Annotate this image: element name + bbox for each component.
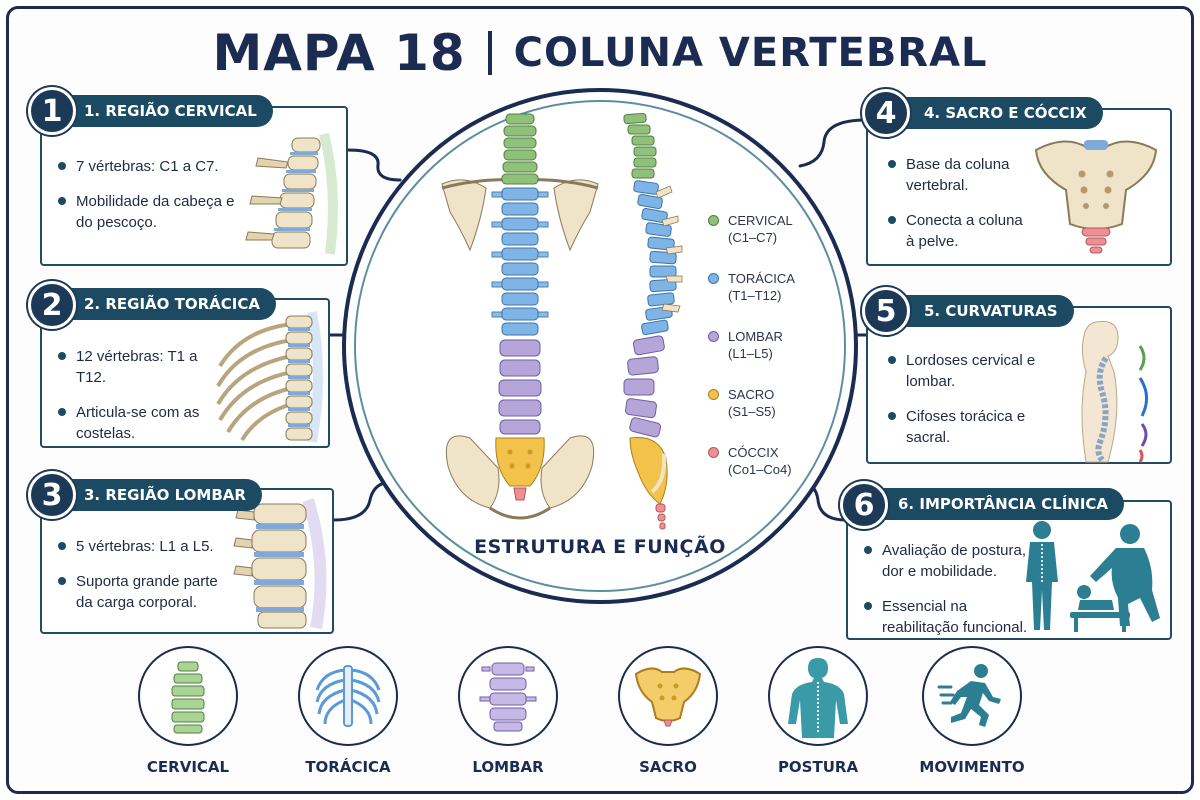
legend-name: CÓCCIX [728,445,779,460]
sacrum-icon [618,646,718,746]
legend-name: SACRO [728,387,775,402]
bullet: Suporta grande parte da carga corporal. [56,571,236,613]
legend-name: CERVICAL [728,213,793,228]
icon-label: POSTURA [777,758,859,776]
spine-illustration [441,112,683,530]
cervical-spine-illustration [245,132,338,255]
bottom-icon-cervical: CERVICAL [138,646,238,776]
legend-dot [708,215,719,226]
clinical-illustration [1026,521,1160,632]
card-lombar: 5 vértebras: L1 a L5. Suporta grande par… [40,488,334,634]
card-sacro-bullets: Base da coluna vertebral. Conecta a colu… [886,154,1026,266]
bullet: Essencial na reabilitação funcional. [862,596,1032,638]
center-circle [342,88,858,604]
icon-label: MOVIMENTO [919,758,1025,776]
bullet: Cifoses torácica e sacral. [886,406,1046,448]
legend-name: TORÁCICA [728,271,795,286]
card-cervical: 7 vértebras: C1 a C7. Mobilidade da cabe… [40,106,348,266]
card-toracica-number: 2 [28,281,76,329]
legend-item-cervical: CERVICAL (C1–C7) [708,212,828,270]
legend-range: (Co1–Co4) [728,462,792,477]
card-lombar-number: 3 [28,471,76,519]
card-toracica: 12 vértebras: T1 a T12. Articula-se com … [40,298,330,448]
bullet: Avaliação de postura, dor e mobilidade. [862,540,1032,582]
card-curvaturas: Lordoses cervical e lombar. Cifoses torá… [866,306,1172,464]
card-curvaturas-number: 5 [862,287,910,335]
lumbar-vertebrae-icon [458,646,558,746]
title-separator [487,31,492,75]
bullet: 5 vértebras: L1 a L5. [56,536,236,557]
legend-item-lombar: LOMBAR (L1–L5) [708,328,828,386]
legend-range: (T1–T12) [728,288,782,303]
thoracic-spine-illustration [216,311,323,443]
card-curvaturas-bullets: Lordoses cervical e lombar. Cifoses torá… [886,350,1046,462]
curvatures-illustration [1081,320,1148,463]
icon-label: TORÁCICA [305,758,391,776]
legend-item-sacro: SACRO (S1–S5) [708,386,828,444]
legend-range: (S1–S5) [728,404,776,419]
icon-label: SACRO [639,758,697,776]
bullet: Articula-se com as costelas. [56,402,226,444]
cervical-vertebrae-icon [138,646,238,746]
legend-dot [708,389,719,400]
icon-label: LOMBAR [472,758,544,776]
legend-item-toracica: TORÁCICA (T1–T12) [708,270,828,328]
bullet: Conecta a coluna à pelve. [886,210,1026,252]
bottom-icon-postura: POSTURA [768,646,868,776]
connector-1 [346,148,402,182]
lumbar-spine-illustration [233,498,327,630]
legend-range: (L1–L5) [728,346,773,361]
card-lombar-title: 3. REGIÃO LOMBAR [56,479,262,511]
card-curvaturas-title: 5. CURVATURAS [896,295,1074,327]
bottom-icon-lombar: LOMBAR [458,646,558,776]
card-importancia-bullets: Avaliação de postura, dor e mobilidade. … [862,540,1032,652]
center-label: ESTRUTURA E FUNÇÃO [474,536,726,558]
card-sacro: Base da coluna vertebral. Conecta a colu… [866,108,1172,266]
connector-3 [332,480,394,522]
card-cervical-title: 1. REGIÃO CERVICAL [56,95,273,127]
posture-icon [768,646,868,746]
spine-legend: CERVICAL (C1–C7) TORÁCICA (T1–T12) LOMBA… [708,212,828,502]
legend-name: LOMBAR [728,329,783,344]
spine-front-view [441,113,599,520]
card-sacro-number: 4 [862,89,910,137]
bottom-icon-movimento: MOVIMENTO [919,646,1025,776]
card-sacro-title: 4. SACRO E CÓCCIX [896,97,1103,129]
bullet: Lordoses cervical e lombar. [886,350,1046,392]
rib-cage-icon [298,646,398,746]
legend-dot [708,447,719,458]
card-importancia-title: 6. IMPORTÂNCIA CLÍNICA [870,488,1125,520]
card-importancia: Avaliação de postura, dor e mobilidade. … [846,500,1172,640]
card-cervical-bullets: 7 vértebras: C1 a C7. Mobilidade da cabe… [56,156,236,247]
bottom-icon-sacro: SACRO [618,646,718,776]
card-toracica-title: 2. REGIÃO TORÁCICA [56,288,276,320]
icon-label: CERVICAL [146,758,230,776]
legend-dot [708,331,719,342]
connector-4 [798,118,868,168]
card-importancia-number: 6 [840,481,888,529]
legend-dot [708,273,719,284]
card-cervical-number: 1 [28,87,76,135]
card-toracica-bullets: 12 vértebras: T1 a T12. Articula-se com … [56,346,226,458]
bullet: 7 vértebras: C1 a C7. [56,156,236,177]
legend-item-coccix: CÓCCIX (Co1–Co4) [708,444,828,502]
card-lombar-bullets: 5 vértebras: L1 a L5. Suporta grande par… [56,536,236,627]
bullet: Mobilidade da cabeça e do pescoço. [56,191,236,233]
bullet: 12 vértebras: T1 a T12. [56,346,226,388]
legend-range: (C1–C7) [728,230,778,245]
running-icon [922,646,1022,746]
bullet: Base da coluna vertebral. [886,154,1026,196]
sacrum-illustration [1034,140,1158,254]
title-main: MAPA 18 [212,24,466,82]
title-sub: COLUNA VERTEBRAL [513,30,988,76]
spine-side-view [623,112,683,530]
bottom-icon-toracica: TORÁCICA [298,646,398,776]
page-title: MAPA 18 COLUNA VERTEBRAL [0,18,1200,88]
